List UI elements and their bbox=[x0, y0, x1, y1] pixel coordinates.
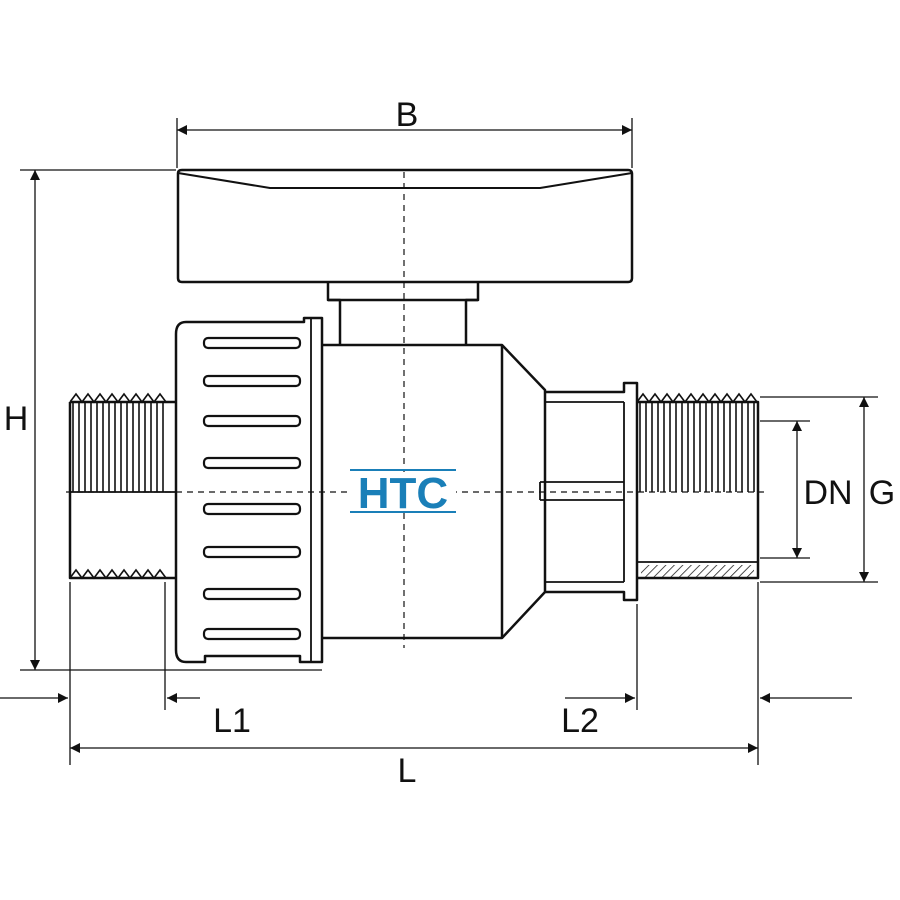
handle-stem bbox=[326, 282, 480, 345]
thread-teeth bbox=[69, 392, 167, 404]
handle bbox=[176, 168, 634, 284]
right-connector bbox=[545, 381, 639, 602]
label-dn: DN bbox=[803, 474, 852, 512]
label-g: G bbox=[869, 474, 895, 512]
label-b: B bbox=[396, 96, 419, 134]
logo-text: HTC bbox=[358, 469, 448, 518]
grip-slot bbox=[202, 414, 302, 428]
htc-logo: HTC bbox=[350, 469, 456, 518]
logo-backdrop bbox=[350, 472, 456, 510]
thread-hatch bbox=[641, 565, 754, 578]
right-pipe bbox=[637, 400, 760, 580]
handle-top-curve bbox=[177, 172, 633, 189]
grip-slot bbox=[202, 545, 302, 559]
grip-slot bbox=[202, 502, 302, 516]
label-h: H bbox=[4, 400, 29, 438]
grip-slots bbox=[202, 336, 302, 641]
grip-slot bbox=[202, 627, 302, 641]
threads bbox=[69, 392, 758, 580]
thread-teeth bbox=[69, 568, 167, 580]
grip-slot bbox=[202, 336, 302, 350]
grip-slot bbox=[202, 374, 302, 388]
grip-slot bbox=[202, 456, 302, 470]
label-l: L bbox=[398, 752, 417, 790]
thread-teeth bbox=[636, 392, 758, 404]
connector-slot bbox=[539, 481, 624, 501]
label-l1: L1 bbox=[213, 702, 251, 740]
union-nut bbox=[174, 316, 324, 664]
left-pipe bbox=[68, 400, 176, 580]
valve-body bbox=[322, 343, 547, 640]
label-l2: L2 bbox=[561, 702, 599, 740]
grip-slot bbox=[202, 587, 302, 601]
